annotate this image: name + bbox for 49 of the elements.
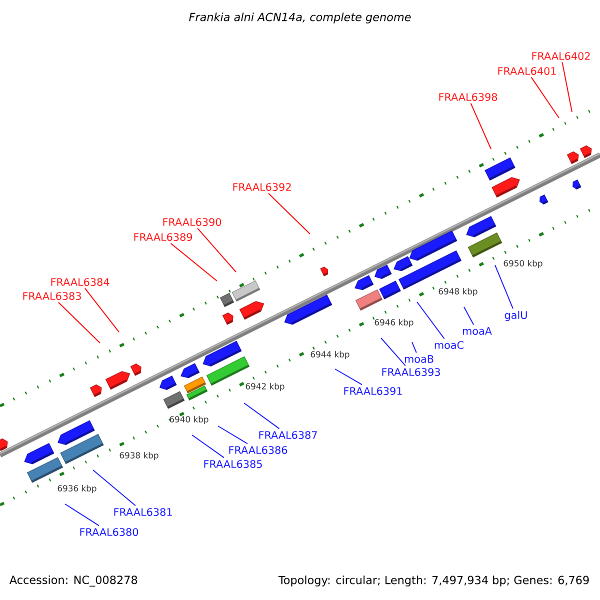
leader-line xyxy=(412,342,417,354)
title: Frankia alni ACN14a, complete genome xyxy=(189,12,411,24)
leader-line xyxy=(192,434,225,458)
leader-line xyxy=(530,76,560,118)
gene-label: moaC xyxy=(434,341,464,349)
leader-line xyxy=(416,302,445,340)
leader-line xyxy=(244,402,280,430)
gene-label: FRAAL6389 xyxy=(134,233,192,241)
gene-label: galU xyxy=(504,310,527,322)
gene-label: FRAAL6401 xyxy=(498,67,556,75)
leader-line xyxy=(464,306,474,326)
leader-line xyxy=(170,242,218,282)
leader-line xyxy=(268,192,310,234)
position-label: 6944 kbp xyxy=(310,350,350,360)
gene-label: FRAAL6380 xyxy=(80,528,138,536)
leader-line xyxy=(334,368,363,386)
leader-line xyxy=(494,264,514,310)
gene-label: FRAAL6398 xyxy=(439,93,498,101)
position-label: 6950 kbp xyxy=(504,260,542,268)
gene-label: moaB xyxy=(404,355,434,363)
leader-line xyxy=(562,62,572,112)
gene-label: FRAAL6391 xyxy=(344,387,402,395)
gene-label: FRAAL6385 xyxy=(204,460,262,468)
gene-label: moaA xyxy=(462,327,492,335)
accession-text: Accession: NC_008278 xyxy=(10,575,138,587)
gene-label: FRAAL6381 xyxy=(114,508,172,516)
position-label: 6946 kbp xyxy=(374,318,414,328)
leader-line xyxy=(58,302,100,344)
leader-line xyxy=(470,102,492,150)
leader-line xyxy=(218,426,248,444)
gene-label: FRAAL6387 xyxy=(259,431,317,439)
position-label: 6948 kbp xyxy=(438,288,478,296)
leader-line xyxy=(84,288,120,332)
position-label: 6938 kbp xyxy=(120,452,158,460)
position-label: 6936 kbp xyxy=(58,484,96,494)
position-label: 6942 kbp xyxy=(246,382,284,392)
gene-label: FRAAL6393 xyxy=(382,368,440,376)
gene-label: FRAAL6383 xyxy=(23,292,81,300)
leader-line xyxy=(197,228,236,272)
gene-label: FRAAL6386 xyxy=(229,446,288,454)
gene-label: FRAAL6392 xyxy=(233,183,291,191)
position-label: 6940 kbp xyxy=(170,416,208,424)
gene-label: FRAAL6390 xyxy=(163,218,222,226)
gene-label: FRAAL6402 xyxy=(532,52,590,60)
gene-label: FRAAL6384 xyxy=(51,278,110,286)
leader-line xyxy=(64,504,100,526)
genome-stats-text: Topology: circular; Length: 7,497,934 bp; Genes: 6,769 xyxy=(278,576,589,586)
leader-line xyxy=(380,338,406,366)
leader-line xyxy=(92,470,136,506)
